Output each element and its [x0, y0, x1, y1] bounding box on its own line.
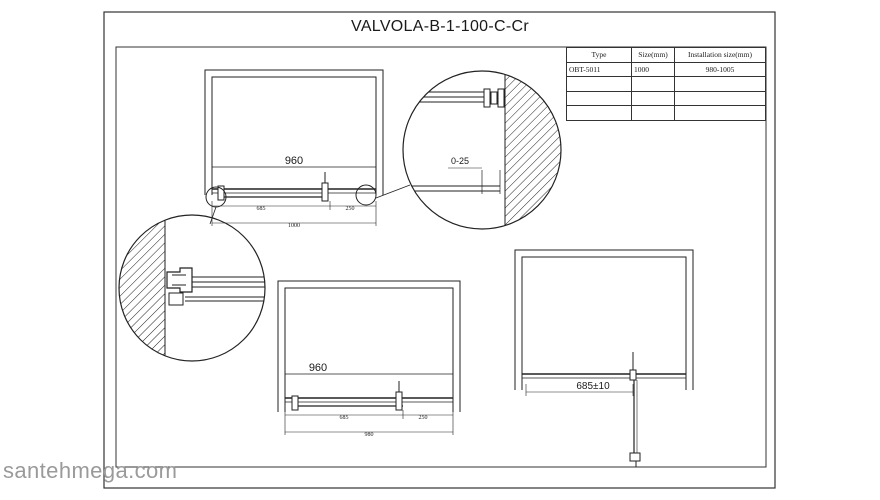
- detail-circle-right: [375, 70, 562, 230]
- dim-top-fixed: 250: [346, 206, 355, 212]
- spec-table-header: Type Size(mm) Installation size(mm): [566, 47, 766, 63]
- cell-installation-size: 980-1005: [674, 61, 766, 77]
- inner-frame: [115, 46, 767, 468]
- outer-frame: [103, 11, 776, 489]
- top-plan-view: [204, 69, 384, 226]
- cell-size: [631, 76, 675, 92]
- dim-bottom-total: 980: [365, 432, 374, 438]
- header-size: Size(mm): [631, 47, 675, 63]
- table-row: OBT-5011 1000 980-1005: [566, 61, 766, 77]
- dim-bottom-fixed: 250: [419, 415, 428, 421]
- cell-size: 1000: [631, 61, 675, 77]
- cell-type: [566, 90, 632, 106]
- table-row: [566, 90, 766, 106]
- dim-detail-adjust: 0-25: [451, 156, 469, 166]
- cell-installation-size: [674, 90, 766, 106]
- cell-size: [631, 90, 675, 106]
- cell-installation-size: [674, 76, 766, 92]
- cell-type: [566, 105, 632, 121]
- drawing-title: VALVOLA-B-1-100-C-Cr: [351, 18, 529, 35]
- bottom-plan-view: [277, 280, 461, 435]
- watermark: santehmega.com: [3, 458, 178, 483]
- dim-bottom-door: 685: [340, 415, 349, 421]
- dim-top-door: 685: [257, 206, 266, 212]
- dim-top-inner-width: 960: [285, 155, 303, 167]
- cell-type: OBT-5011: [566, 61, 632, 77]
- header-installation-size: Installation size(mm): [674, 47, 766, 63]
- spec-table: Type Size(mm) Installation size(mm) OBT-…: [566, 47, 766, 121]
- dim-top-total: 1000: [288, 223, 300, 229]
- front-view: [514, 249, 694, 467]
- table-row: [566, 76, 766, 92]
- cell-type: [566, 76, 632, 92]
- table-row: [566, 105, 766, 121]
- dim-front-opening: 685±10: [576, 381, 610, 392]
- cell-size: [631, 105, 675, 121]
- detail-circle-left: [118, 206, 266, 362]
- cell-installation-size: [674, 105, 766, 121]
- header-type: Type: [566, 47, 632, 63]
- dim-bottom-inner-width: 960: [309, 362, 327, 374]
